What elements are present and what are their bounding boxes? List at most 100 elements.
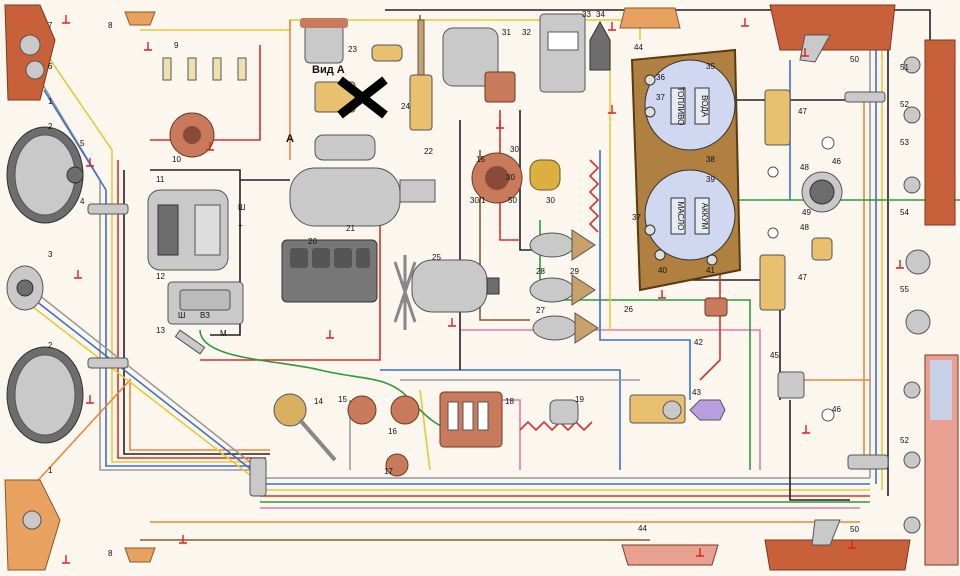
num-55: 55 [900, 285, 909, 294]
num-35: 35 [706, 62, 715, 71]
instrument-lamps [767, 136, 835, 422]
num-36: 36 [656, 73, 665, 82]
num-23: 23 [348, 45, 357, 54]
num-10: 10 [172, 155, 181, 164]
washer-motor [442, 27, 516, 103]
headlight-left-lower [6, 346, 84, 444]
num-15: 15 [338, 395, 347, 404]
front-left-sidelight [4, 4, 56, 101]
num-17: 17 [384, 467, 393, 476]
num-4: 4 [80, 197, 85, 206]
num-31: 31 [502, 28, 511, 37]
num-6: 6 [48, 62, 53, 71]
num-54: 54 [900, 208, 909, 217]
door-switch-bottom [124, 547, 156, 563]
rear-lamp-cluster-right [903, 39, 956, 226]
side-indicator-44-top [619, 7, 681, 29]
num-11: 11 [156, 175, 165, 184]
wiper-switch-47-top [764, 89, 791, 146]
terminal-reg-sh: Ш [178, 311, 185, 320]
component-numbers: 1 7 6 8 9 10 2 5 4 3 2 1 8 11 12 13 14 1… [48, 10, 909, 558]
terminal-ign-inner30: 30 [506, 173, 515, 182]
num-50-top: 50 [850, 55, 859, 64]
num-1-bottom: 1 [48, 466, 53, 475]
num-40: 40 [658, 266, 667, 275]
terminal-ign-15: 15 [476, 155, 485, 164]
num-53: 53 [900, 138, 909, 147]
terminal-ign-301: 30/1 [470, 196, 486, 205]
turn-relay-43 [629, 394, 726, 424]
gauge-label-water: ВОДА [700, 95, 709, 118]
num-30: 30 [546, 196, 555, 205]
instrument-cluster: ТОПЛИВО ВОДА МАСЛО АККУМ [630, 48, 742, 292]
num-42: 42 [694, 338, 703, 347]
num-13: 13 [156, 326, 165, 335]
num-37-bottom: 37 [632, 213, 641, 222]
num-18: 18 [505, 397, 514, 406]
num-44-top: 44 [634, 43, 643, 52]
num-39: 39 [706, 175, 715, 184]
num-51: 51 [900, 63, 909, 72]
starter-motor [289, 134, 436, 227]
rear-lamp-cluster-bottom [903, 354, 959, 566]
num-52-top: 52 [900, 100, 909, 109]
plate-lamps-55 [905, 249, 931, 335]
front-left-indicator [4, 479, 61, 571]
num-44-bottom: 44 [638, 524, 647, 533]
num-28: 28 [536, 267, 545, 276]
ignition-relay-24 [371, 19, 433, 131]
ignition-switch [471, 152, 561, 204]
num-46-top: 46 [832, 157, 841, 166]
num-47-top: 47 [798, 107, 807, 116]
ignition-distributor [169, 112, 215, 158]
wiper-switch-47-bottom [759, 254, 786, 311]
ground-marks [62, 15, 904, 564]
gauge-label-fuel: ТОПЛИВО [676, 87, 685, 126]
num-29: 29 [570, 267, 579, 276]
terminal-reg-m: М [220, 329, 227, 338]
terminal-marks: Ш + Ш ВЗ М 15 30 30/1 50 30 [178, 145, 519, 338]
num-7: 7 [48, 21, 53, 30]
num-12: 12 [156, 272, 165, 281]
num-22: 22 [424, 147, 433, 156]
num-25: 25 [432, 253, 441, 262]
num-27: 27 [536, 306, 545, 315]
gauge-label-oil: МАСЛО [676, 202, 685, 231]
horn-left [6, 265, 44, 311]
side-indicator-44-bottom [621, 544, 719, 566]
brake-switch-42 [704, 297, 728, 317]
num-45: 45 [770, 351, 779, 360]
num-5: 5 [80, 139, 85, 148]
connector-block-right-upper [844, 91, 886, 103]
oil-pressure-sender [174, 329, 206, 355]
num-8-top: 8 [108, 21, 113, 30]
num-2-bottom: 2 [48, 341, 53, 350]
terminal-alt-sh: Ш [238, 203, 245, 212]
spark-plugs [162, 57, 247, 81]
horn-switch-14 [273, 393, 337, 462]
label-view-a: Вид А [312, 64, 345, 76]
num-50-bottom: 50 [850, 525, 859, 534]
label-a: А [286, 133, 294, 145]
num-43: 43 [692, 388, 701, 397]
connector-block-left-upper [87, 203, 129, 215]
radio [539, 13, 611, 93]
fuse-block-18 [439, 391, 503, 448]
terminal-ign-50: 50 [508, 196, 517, 205]
num-20: 20 [308, 237, 317, 246]
terminal-alt-plus: + [238, 221, 243, 230]
rear-light-top [769, 4, 896, 63]
gauge-label-battery: АККУМ [700, 203, 709, 230]
num-47-bottom: 47 [798, 273, 807, 282]
connector-block-bottom-left [249, 457, 267, 497]
terminal-reg-vz: ВЗ [200, 311, 210, 320]
num-19: 19 [575, 395, 584, 404]
horn-relay-19 [549, 399, 579, 425]
num-24: 24 [401, 102, 410, 111]
clock [801, 171, 843, 261]
num-37-top: 37 [656, 93, 665, 102]
num-38: 38 [706, 155, 715, 164]
connector-block-left-lower [87, 357, 129, 369]
rear-bottom-light-50 [764, 519, 911, 571]
voltage-regulator [167, 281, 244, 325]
